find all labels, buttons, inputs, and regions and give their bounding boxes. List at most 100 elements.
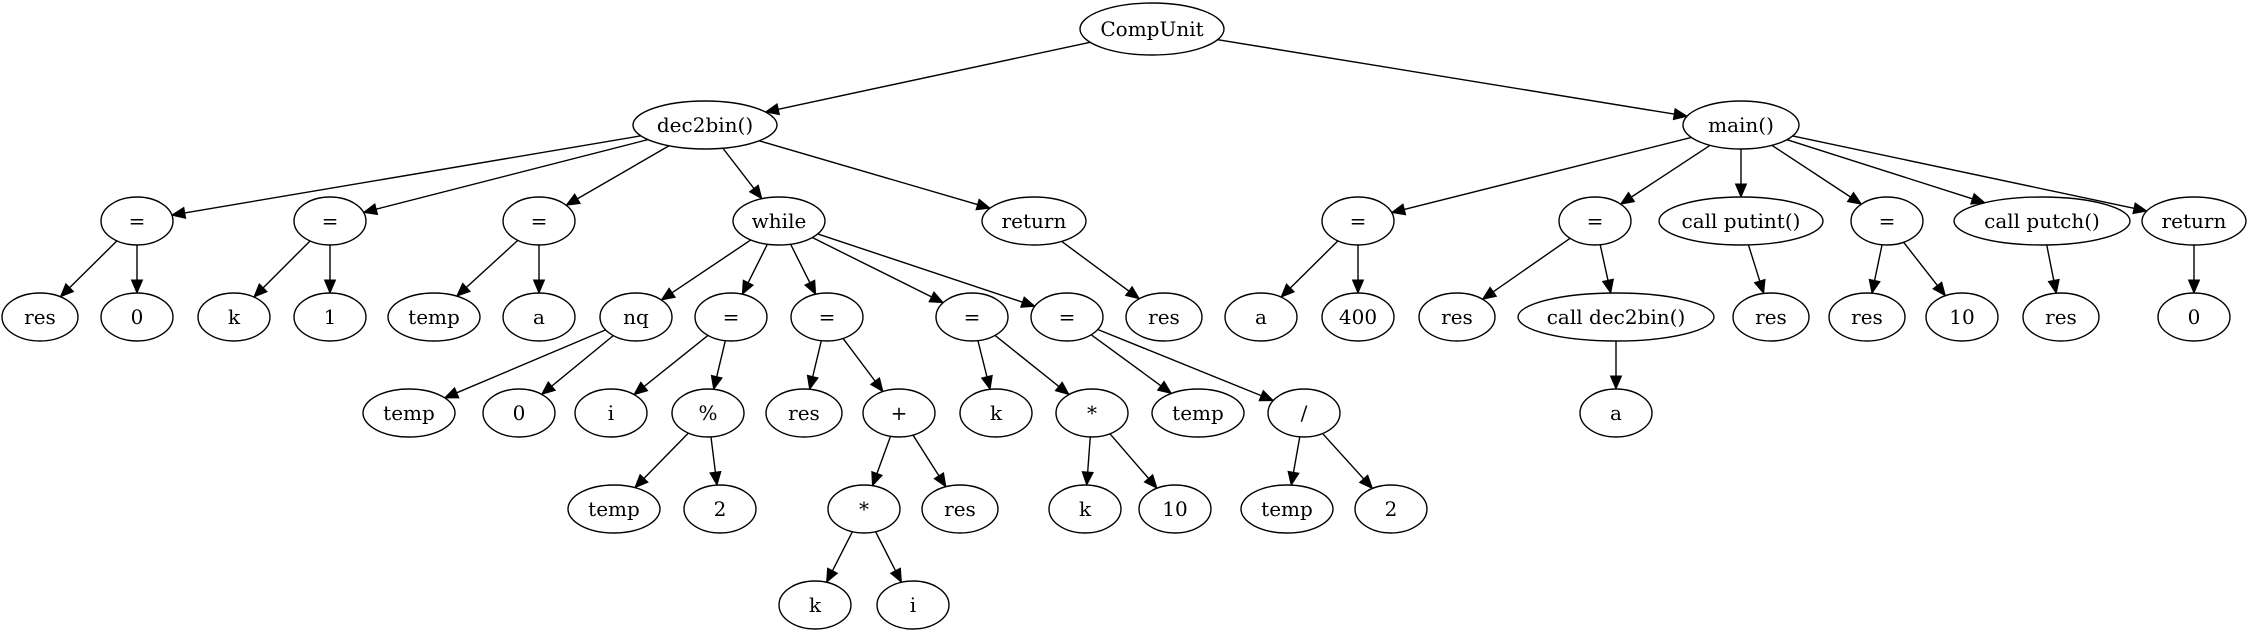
node-ellipse <box>1267 388 1341 438</box>
edge-n24-n25 <box>826 531 854 584</box>
node-label: = <box>1059 305 1076 329</box>
node-0: 0 <box>100 292 174 342</box>
node-label: res <box>788 401 820 425</box>
edge-line <box>456 329 606 394</box>
node-ellipse <box>197 292 271 342</box>
arrowhead-icon <box>1143 473 1158 490</box>
edge-line <box>812 340 823 377</box>
node-res: res <box>2022 292 2100 342</box>
edge-n23-n27 <box>912 434 947 488</box>
edge-n3-n5 <box>130 245 144 295</box>
arrowhead-icon <box>1358 474 1374 490</box>
node-label: call putch() <box>1984 209 2100 233</box>
edge-n33-n34 <box>1090 334 1173 395</box>
edge-line <box>994 334 1060 387</box>
node-label: k <box>809 593 822 617</box>
edge-line <box>1097 328 1262 397</box>
arrowhead-icon <box>1970 192 1987 205</box>
node-return: return <box>981 196 1087 246</box>
node-label: res <box>1755 305 1787 329</box>
node-assign: = <box>502 196 576 246</box>
node-div: / <box>1267 388 1341 438</box>
edge-n12-n21 <box>789 243 817 296</box>
node-temp: temp <box>567 484 661 534</box>
edge-n24-n26 <box>874 531 902 584</box>
arrowhead-icon <box>764 103 781 116</box>
node-assign: = <box>1850 196 1924 246</box>
node-compunit: CompUnit <box>1079 2 1225 56</box>
edge-n0-n1 <box>764 41 1091 116</box>
edge-n40-n42 <box>1351 245 1365 295</box>
edge-line <box>747 243 769 283</box>
edge-line <box>69 240 118 289</box>
node-label: 1 <box>324 305 337 329</box>
node-ellipse <box>1151 388 1245 438</box>
node-ellipse <box>100 292 174 342</box>
node-label: / <box>1301 401 1308 425</box>
edge-n6-n7 <box>253 240 311 298</box>
node-label: = <box>129 209 146 233</box>
edge-line <box>1631 144 1711 198</box>
node-ellipse <box>1828 292 1906 342</box>
arrowhead-icon <box>253 283 268 298</box>
node-2: 2 <box>1354 484 1428 534</box>
node-0: 0 <box>2157 292 2231 342</box>
edge-n28-n30 <box>994 334 1070 396</box>
node-label: i <box>910 593 916 617</box>
edge-n9-n11 <box>532 245 546 295</box>
arrowhead-icon <box>1054 381 1070 396</box>
edge-line <box>643 334 709 387</box>
node-k: k <box>778 580 852 630</box>
node-dec2bin: dec2bin() <box>632 100 778 150</box>
edge-line <box>1599 244 1609 281</box>
arrowhead-icon <box>1481 286 1498 300</box>
edge-n35-n36 <box>1287 436 1301 487</box>
edge-line <box>577 145 670 200</box>
edge-n16-n17 <box>633 334 709 396</box>
node-k: k <box>1048 484 1122 534</box>
edge-n1-n9 <box>565 145 670 206</box>
arrowhead-icon <box>826 567 839 584</box>
node-ellipse <box>1953 196 2131 246</box>
edge-line <box>2046 244 2055 281</box>
node-ellipse <box>1732 292 1810 342</box>
edge-n54-n55 <box>2187 245 2201 295</box>
arrowhead-icon <box>532 279 546 295</box>
edge-line <box>465 239 519 288</box>
node-label: res <box>2045 305 2077 329</box>
edge-n45-n46 <box>1609 341 1623 391</box>
arrowhead-icon <box>803 279 817 296</box>
node-assign: = <box>1558 196 1632 246</box>
node-i: i <box>574 388 648 438</box>
edge-n30-n31 <box>1081 436 1094 487</box>
edge-line <box>1292 436 1301 473</box>
arrowhead-icon <box>1672 107 1689 121</box>
arrowhead-icon <box>634 473 649 489</box>
node-label: nq <box>623 305 649 329</box>
node-ellipse <box>778 580 852 630</box>
edge-n9-n10 <box>455 239 519 298</box>
edge-n30-n32 <box>1109 433 1158 490</box>
node-ellipse <box>1321 196 1395 246</box>
arrowhead-icon <box>1609 375 1623 391</box>
node-ellipse <box>502 196 576 246</box>
node-label: = <box>1350 209 1367 233</box>
node-label: k <box>228 305 241 329</box>
node-label: 0 <box>131 305 144 329</box>
edge-n43-n45 <box>1599 244 1614 295</box>
node-ellipse <box>387 292 481 342</box>
edge-n0-n2 <box>1217 39 1689 121</box>
node-label: 2 <box>714 497 727 521</box>
node-ellipse <box>1579 388 1653 438</box>
edge-n3-n4 <box>59 240 118 298</box>
arrowhead-icon <box>633 381 649 396</box>
edge-n2-n47 <box>1734 149 1748 199</box>
node-call-putch: call putch() <box>1953 196 2131 246</box>
node-ellipse <box>293 196 367 246</box>
node-2: 2 <box>683 484 757 534</box>
node-ellipse <box>574 388 648 438</box>
node-res: res <box>1125 292 1203 342</box>
node-10: 10 <box>1925 292 1999 342</box>
node-ellipse <box>1048 484 1122 534</box>
